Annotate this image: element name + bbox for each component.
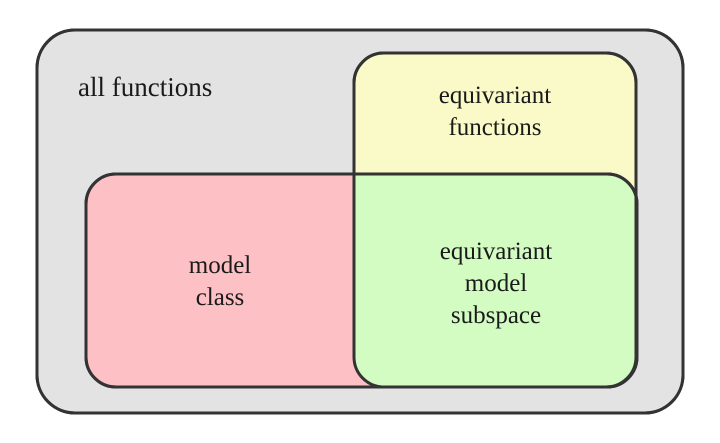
outline-all-functions <box>35 28 685 415</box>
outline-model-class <box>84 172 639 389</box>
